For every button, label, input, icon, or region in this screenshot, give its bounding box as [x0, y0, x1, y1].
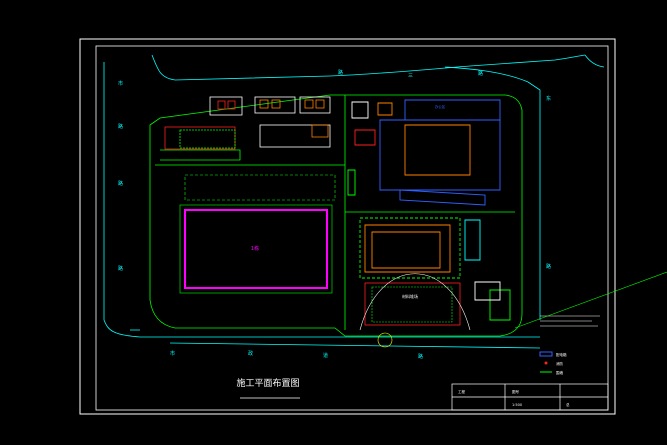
- main-building: 1栋: [179, 174, 336, 294]
- main-building-label: 1栋: [251, 245, 259, 252]
- legend-label-1: 配电箱: [556, 352, 567, 357]
- sheet-inner-frame: [95, 45, 609, 411]
- road-label-bottom-3: 道: [323, 352, 328, 359]
- road-label-top-right: 路: [478, 70, 483, 77]
- road-label-right-top: 东: [546, 95, 551, 102]
- legend-label-3: 围墙: [556, 370, 564, 375]
- road-label-top-left: 市: [118, 80, 123, 87]
- title-block-row1-left: 工程: [458, 389, 466, 394]
- road-label-top-mid: 路: [338, 69, 343, 76]
- road-label-bottom-1: 市: [170, 350, 175, 357]
- title-block: [451, 383, 609, 411]
- legend-swatch-1: [539, 351, 553, 357]
- site-boundary: [149, 94, 523, 337]
- road-label-left-bottom: 路: [118, 265, 123, 272]
- road-label-bottom-2: 政: [248, 350, 253, 357]
- right-upper-block: [347, 99, 501, 206]
- road-labels: 市 路 三 路 东 路 路 路 路 市 政 道 路: [118, 69, 551, 360]
- material-yard: 材料堆场: [359, 273, 471, 348]
- legend-label-2: 消防: [556, 361, 564, 366]
- road-label-bottom-4: 路: [418, 353, 423, 360]
- leader-line: [514, 271, 667, 329]
- right-lower-block: [359, 217, 511, 321]
- legend-swatch-2: [544, 361, 548, 365]
- legend: 配电箱 消防 围墙: [539, 351, 567, 375]
- sheet-outer-frame: [79, 38, 616, 415]
- road-lines: [103, 54, 605, 349]
- road-label-left-top: 路: [118, 123, 123, 130]
- title-block-row2-right: 总: [566, 402, 570, 407]
- yard-label: 材料堆场: [402, 293, 418, 299]
- notes-block: [540, 315, 600, 327]
- road-label-left-mid: 路: [118, 180, 123, 187]
- road-label-right-bottom: 路: [546, 263, 551, 270]
- title-block-text: 工程 图号 1:500 总: [458, 389, 570, 407]
- road-label-top-three: 三: [408, 73, 413, 79]
- right-area-label: 办公区: [435, 104, 446, 109]
- drawing-title: 施工平面布置图: [236, 377, 299, 389]
- title-block-row2-mid: 1:500: [512, 403, 522, 407]
- temporary-facilities: [160, 96, 331, 161]
- title-block-row1-mid: 图号: [512, 389, 520, 394]
